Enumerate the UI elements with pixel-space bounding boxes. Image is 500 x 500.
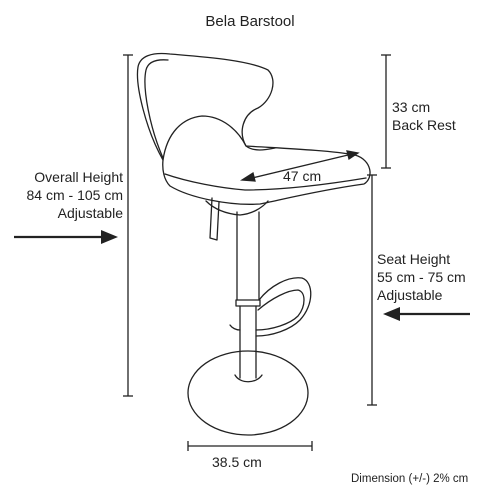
seat-bottom-rim [164, 173, 367, 191]
column-lower [239, 305, 257, 379]
column-collar [235, 299, 261, 307]
footrest-inner [255, 289, 305, 331]
overall-height-range: 84 cm - 105 cm [26, 187, 123, 203]
footrest-left [229, 324, 241, 331]
back-rest-label: Back Rest [392, 117, 456, 133]
column-upper [236, 211, 260, 301]
overall-height-adjustable: Adjustable [57, 205, 123, 221]
seat-width-arrow [240, 150, 360, 182]
seat-width-value: 47 cm [283, 168, 322, 184]
column-foot [234, 374, 263, 383]
seat-top [162, 115, 371, 205]
base-width-value: 38.5 cm [212, 454, 262, 470]
base-disc [187, 350, 309, 436]
back-rest-value: 33 cm [392, 99, 431, 115]
seat-height-range: 55 cm - 75 cm [377, 269, 466, 285]
footrest-ring [255, 277, 312, 337]
dimension-tolerance-note: Dimension (+/-) 2% cm [351, 473, 469, 485]
seat-height-label: Seat Height [377, 251, 451, 267]
lift-lever [209, 197, 220, 241]
seat-height-adjustable: Adjustable [377, 287, 443, 303]
barstool-illustration [136, 52, 371, 436]
dimension-lines [123, 54, 391, 451]
diagram-title: Bela Barstool [205, 13, 295, 30]
pointer-arrows [14, 230, 470, 321]
backrest-inner-edge [144, 59, 169, 159]
seat-mount [205, 200, 269, 216]
overall-height-label: Overall Height [34, 169, 123, 185]
